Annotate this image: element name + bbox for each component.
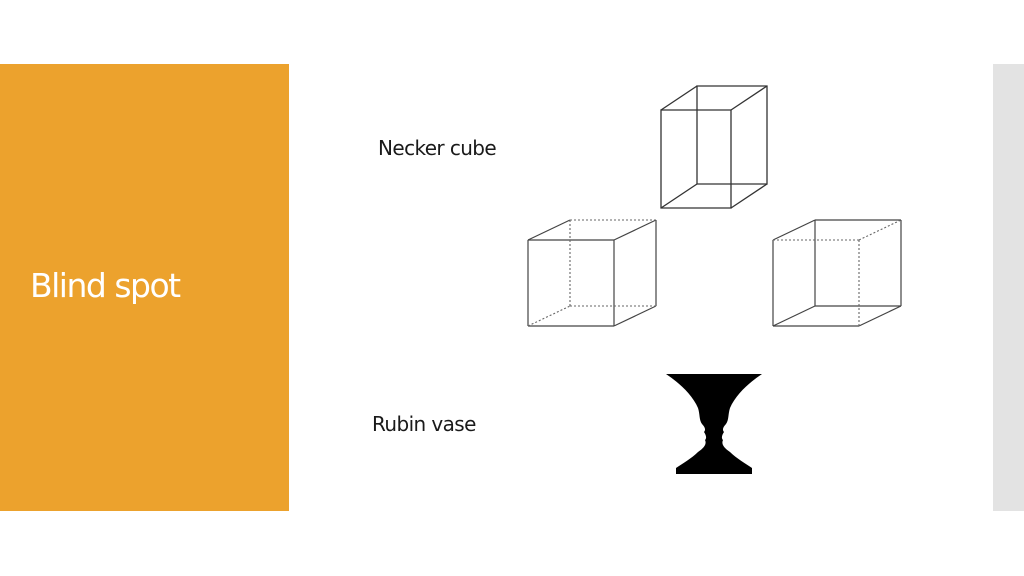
cube-interpretation-right-image — [772, 219, 902, 327]
necker-cube-label: Necker cube — [378, 136, 497, 160]
slide-title: Blind spot — [30, 266, 181, 305]
title-panel — [0, 64, 289, 511]
rubin-vase-label: Rubin vase — [372, 412, 476, 436]
cube-interpretation-left-image — [527, 219, 657, 327]
necker-cube-image — [660, 85, 768, 209]
rubin-vase-image — [666, 374, 762, 474]
right-edge-strip — [993, 64, 1024, 511]
